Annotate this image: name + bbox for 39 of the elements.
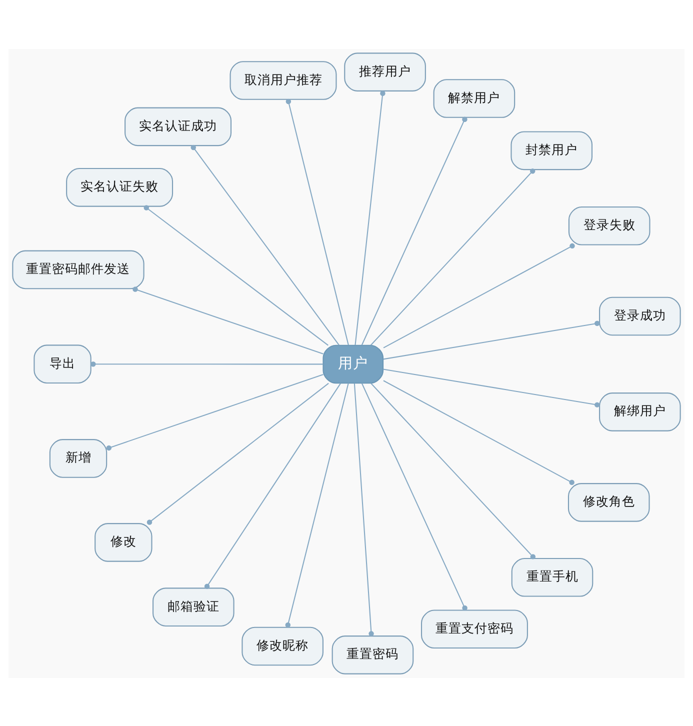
node-box: 修改昵称: [242, 626, 324, 666]
node-box: 重置手机: [511, 558, 594, 596]
connector: [383, 368, 600, 407]
node-box: 邮箱验证: [152, 587, 234, 626]
connector: [370, 168, 536, 346]
connector: [204, 382, 342, 588]
node-box: 导出: [34, 344, 92, 383]
connector: [383, 380, 574, 485]
connector: [190, 144, 340, 345]
node-box: 重置支付密码: [420, 609, 528, 648]
connector: [285, 382, 349, 628]
node-box: 实名认证成功: [124, 106, 232, 146]
connector: [90, 360, 324, 366]
connector: [361, 382, 468, 610]
node-box: 封禁用户: [510, 130, 593, 170]
node-box: 解绑用户: [599, 392, 681, 431]
node-box: 取消用户推荐: [230, 60, 337, 100]
node-box: 用户: [322, 344, 384, 384]
node-box: 重置密码: [332, 635, 414, 674]
node-box: 登录失败: [568, 206, 650, 245]
connector: [383, 320, 600, 360]
node-box: 推荐用户: [344, 52, 426, 91]
connector: [144, 204, 328, 346]
node-box: 解禁用户: [433, 78, 516, 118]
connector: [354, 382, 374, 636]
connector: [286, 98, 349, 345]
node-box: 登录成功: [599, 296, 681, 336]
node-box: 重置密码邮件发送: [12, 250, 144, 289]
connector: [370, 382, 536, 559]
node-box: 实名认证失败: [66, 168, 174, 206]
connector: [383, 242, 575, 348]
connector: [146, 382, 329, 524]
connector: [106, 374, 324, 450]
node-box: 修改角色: [568, 482, 650, 522]
connector: [361, 116, 468, 345]
connector: [354, 90, 386, 345]
node-box: 新增: [49, 438, 108, 478]
connector: [132, 286, 324, 354]
node-box: 修改: [94, 522, 152, 562]
